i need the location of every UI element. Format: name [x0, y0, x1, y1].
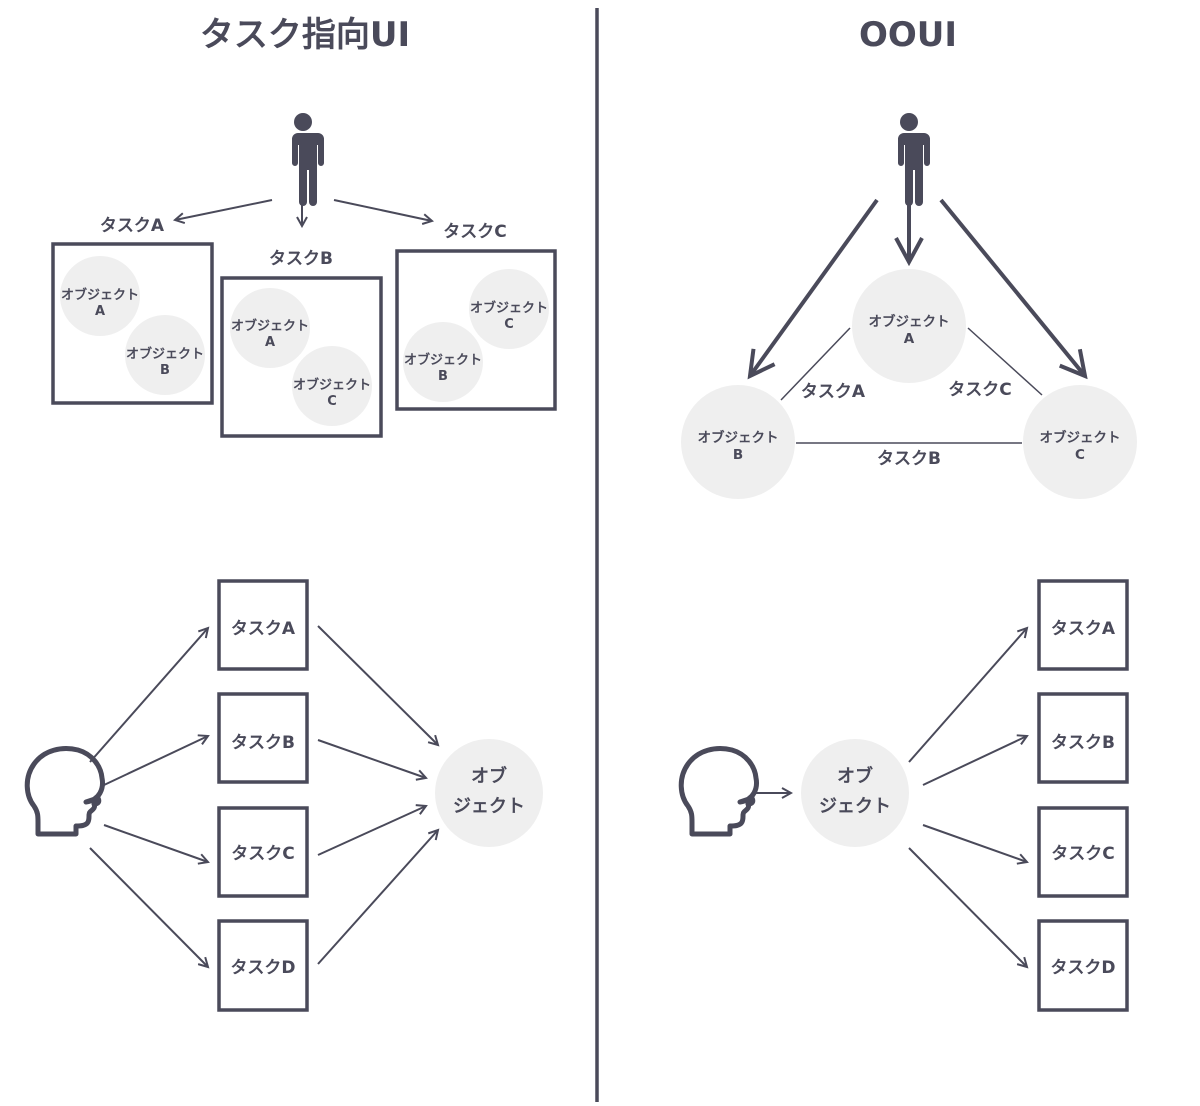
object-label: オブジェクト: [293, 377, 371, 393]
object-label: ジェクト: [819, 796, 891, 817]
object-circle-b: オブジェクト B: [681, 385, 795, 499]
edge-label: タスクB: [877, 449, 941, 469]
task-label: タスクD: [230, 958, 295, 978]
flow-arrow: [908, 628, 1027, 763]
arrow-to-task-a: [175, 199, 273, 220]
person-icon: [288, 113, 324, 206]
object-circle: [469, 269, 549, 349]
head-profile-icon: [681, 749, 756, 834]
object-label: オブジェクト: [231, 318, 309, 334]
object-circle-large: オブ ジェクト: [801, 739, 909, 847]
task-label: タスクB: [231, 733, 295, 753]
edge-label: タスクC: [948, 380, 1011, 400]
left-title: タスク指向UI: [200, 15, 410, 55]
object-label: オブジェクト: [1040, 429, 1121, 446]
task-label: タスクA: [100, 216, 165, 236]
object-letter: B: [438, 369, 448, 384]
object-label: オブ: [471, 765, 507, 787]
object-circle: [403, 322, 483, 402]
task-box: タスクA: [1037, 579, 1129, 671]
task-label: タスクC: [1051, 844, 1114, 864]
task-box-a: タスクA オブジェクト A オブジェクト B: [51, 216, 214, 405]
flow-arrow: [89, 847, 208, 967]
task-label: タスクD: [1050, 958, 1115, 978]
right-title: OOUI: [859, 15, 957, 55]
task-box: タスクC: [1037, 806, 1129, 898]
edge-a-b: [780, 327, 851, 401]
object-label: オブジェクト: [61, 287, 139, 303]
task-label: タスクA: [1051, 619, 1116, 639]
object-label: オブジェクト: [869, 313, 950, 330]
task-box: タスクD: [217, 919, 309, 1012]
object-letter: C: [1075, 447, 1085, 463]
object-letter: C: [504, 317, 514, 332]
task-box: タスクD: [1037, 919, 1129, 1012]
flow-arrow: [317, 806, 426, 856]
object-letter: C: [327, 394, 337, 409]
arrow-to-object-c: [939, 198, 1085, 376]
task-label: タスクC: [443, 222, 506, 242]
object-letter: B: [160, 363, 170, 378]
object-circle: [60, 256, 140, 336]
arrow-to-object-b: [750, 198, 879, 376]
object-letter: A: [265, 335, 275, 350]
task-box-b: タスクB オブジェクト A オブジェクト C: [220, 249, 383, 438]
task-label: タスクC: [231, 844, 294, 864]
flow-arrow: [89, 628, 208, 763]
edge-a-c: [967, 327, 1043, 396]
object-circle-large: オブ ジェクト: [435, 739, 543, 847]
flow-arrow: [317, 625, 438, 745]
flow-arrow: [317, 739, 426, 778]
arrow-to-task-c: [333, 199, 432, 221]
task-label: タスクB: [269, 249, 333, 269]
task-box: タスクB: [217, 692, 309, 784]
flow-arrow: [922, 824, 1027, 862]
flow-arrow: [908, 847, 1027, 967]
object-label: オブジェクト: [126, 346, 204, 362]
object-circle-c: オブジェクト C: [1023, 385, 1137, 499]
object-circle: [125, 315, 205, 395]
object-letter: A: [904, 331, 915, 347]
task-box: タスクA: [217, 579, 309, 671]
object-label: ジェクト: [453, 796, 525, 817]
object-label: オブジェクト: [404, 352, 482, 368]
object-circle: [292, 346, 372, 426]
object-letter: A: [95, 304, 105, 319]
flow-arrow: [317, 830, 438, 965]
object-circle: [230, 288, 310, 368]
object-label: オブ: [837, 765, 873, 787]
person-icon: [894, 113, 930, 206]
task-label: タスクB: [1051, 733, 1115, 753]
task-label: タスクA: [231, 619, 296, 639]
flow-arrow: [103, 736, 208, 786]
task-box: タスクB: [1037, 692, 1129, 784]
object-circle-a: オブジェクト A: [852, 269, 966, 383]
flow-arrow: [103, 824, 208, 862]
flow-arrow: [922, 736, 1027, 786]
task-box: タスクC: [217, 806, 309, 898]
edge-label: タスクA: [801, 382, 866, 402]
object-label: オブジェクト: [698, 429, 779, 446]
object-letter: B: [733, 447, 743, 463]
object-label: オブジェクト: [470, 300, 548, 316]
task-box-c: タスクC オブジェクト C オブジェクト B: [395, 222, 557, 411]
